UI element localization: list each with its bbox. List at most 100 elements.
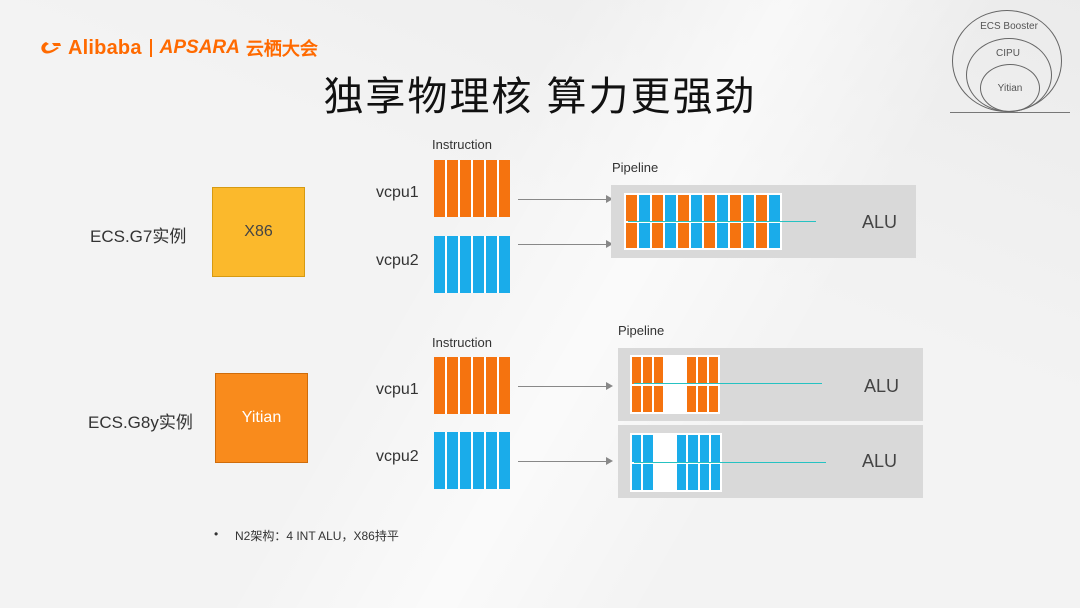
g7-vcpu2-arrow-line xyxy=(518,244,608,245)
instruction-block xyxy=(499,357,510,414)
g7-instruction-label: Instruction xyxy=(432,137,492,152)
pipeline-slot xyxy=(691,222,702,248)
pipeline-slot xyxy=(688,435,698,462)
logo-separator xyxy=(149,39,152,57)
g7-vcpu1-arrow-line xyxy=(518,199,608,200)
arrow-right-icon xyxy=(606,195,613,203)
pipeline-slot xyxy=(699,463,709,490)
instruction-block xyxy=(473,236,484,293)
arrow-right-icon xyxy=(606,382,613,390)
g8y-pipeline1-flow-line xyxy=(634,383,822,384)
pipeline-slot xyxy=(654,435,664,462)
pipeline-slot xyxy=(626,222,637,248)
pipeline-slot xyxy=(769,222,780,248)
pipeline-slot xyxy=(643,435,653,462)
instruction-block xyxy=(447,236,458,293)
instruction-block xyxy=(499,432,510,489)
instruction-block xyxy=(486,432,497,489)
g7-instance-label: ECS.G7实例 xyxy=(90,227,187,246)
pipeline-slot xyxy=(665,195,676,221)
g8y-pipeline1-grid xyxy=(630,355,720,414)
g7-vcpu2-label: vcpu2 xyxy=(376,252,419,269)
g8y-pipeline2-flow-line xyxy=(634,462,826,463)
pipeline-slot xyxy=(665,357,674,384)
instruction-block xyxy=(447,160,458,217)
g7-vcpu2-instructions xyxy=(434,236,510,293)
pipeline-slot xyxy=(698,385,707,412)
instruction-block xyxy=(460,160,471,217)
instruction-block xyxy=(486,160,497,217)
footnote-bullet: • xyxy=(214,527,219,541)
pipeline-slot xyxy=(678,195,689,221)
pipeline-slot xyxy=(654,463,664,490)
g7-alu-label: ALU xyxy=(862,212,898,232)
pipeline-slot xyxy=(677,463,687,490)
pipeline-slot xyxy=(756,195,767,221)
instruction-block xyxy=(460,432,471,489)
pipeline-slot xyxy=(676,385,685,412)
pipeline-slot xyxy=(643,385,652,412)
logo-event-text: 云栖大会 xyxy=(245,39,318,59)
pipeline-slot xyxy=(709,385,718,412)
logo-brand-text: Alibaba xyxy=(68,36,142,59)
g8y-vcpu1-instructions xyxy=(434,357,510,414)
instruction-block xyxy=(473,432,484,489)
arrow-right-icon xyxy=(606,457,613,465)
pipeline-slot xyxy=(665,385,674,412)
pipeline-slot xyxy=(652,195,663,221)
pipeline-slot xyxy=(709,357,718,384)
alibaba-apsara-logo: Alibaba APSARA 云栖大会 xyxy=(40,36,318,60)
pipeline-slot xyxy=(632,385,641,412)
g7-pipeline-label: Pipeline xyxy=(612,160,659,175)
instruction-block xyxy=(434,160,445,217)
instruction-block xyxy=(447,432,458,489)
pipeline-slot xyxy=(677,435,687,462)
pipeline-slot xyxy=(654,357,663,384)
yitian-chip: Yitian xyxy=(215,373,308,463)
pipeline-slot xyxy=(687,385,696,412)
circles-baseline xyxy=(950,112,1070,113)
g8y-vcpu1-label: vcpu1 xyxy=(376,381,419,398)
logo-product-text: APSARA xyxy=(159,37,240,58)
instruction-block xyxy=(434,432,445,489)
g8y-instruction-label: Instruction xyxy=(432,335,492,350)
pipeline-slot xyxy=(730,222,741,248)
pipeline-slot xyxy=(717,222,728,248)
pipeline-slot xyxy=(632,357,641,384)
pipeline-slot xyxy=(665,435,675,462)
g7-pipeline-flow-line xyxy=(628,221,816,222)
g8y-alu2-label: ALU xyxy=(862,451,898,471)
footnote-text: N2架构：4 INT ALU，X86持平 xyxy=(235,529,399,543)
pipeline-slot xyxy=(704,222,715,248)
instruction-block xyxy=(473,357,484,414)
pipeline-slot xyxy=(717,195,728,221)
circle-label-yitian: Yitian xyxy=(997,83,1023,94)
pipeline-slot xyxy=(688,463,698,490)
instruction-block xyxy=(460,236,471,293)
pipeline-slot xyxy=(652,222,663,248)
alibaba-logo-icon xyxy=(41,42,61,54)
pipeline-slot xyxy=(710,463,720,490)
instruction-block xyxy=(486,236,497,293)
instruction-block xyxy=(447,357,458,414)
instruction-block xyxy=(499,236,510,293)
pipeline-slot xyxy=(743,195,754,221)
pipeline-slot xyxy=(626,195,637,221)
pipeline-slot xyxy=(632,463,642,490)
g8y-vcpu2-instructions xyxy=(434,432,510,489)
pipeline-slot xyxy=(639,222,650,248)
g7-vcpu1-label: vcpu1 xyxy=(376,184,419,201)
pipeline-slot xyxy=(678,222,689,248)
pipeline-slot xyxy=(698,357,707,384)
instruction-block xyxy=(473,160,484,217)
g8y-vcpu2-label: vcpu2 xyxy=(376,448,419,465)
pipeline-slot xyxy=(639,195,650,221)
pipeline-slot xyxy=(665,463,675,490)
instruction-block xyxy=(434,357,445,414)
instruction-block xyxy=(486,357,497,414)
g8y-pipeline-label: Pipeline xyxy=(618,323,665,338)
pipeline-slot xyxy=(704,195,715,221)
g8y-alu1-label: ALU xyxy=(864,376,900,396)
circle-yitian xyxy=(980,64,1040,112)
pipeline-slot xyxy=(687,357,696,384)
